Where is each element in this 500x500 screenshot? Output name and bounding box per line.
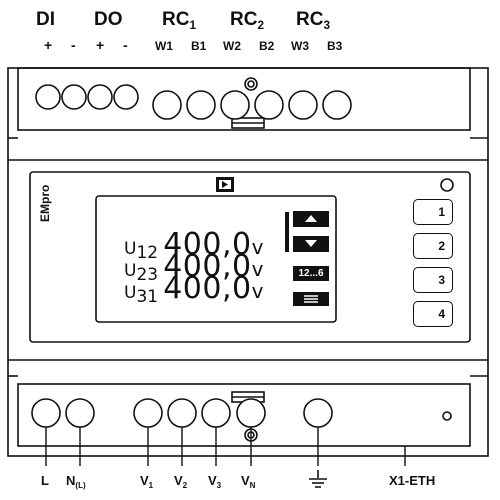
phoenix-logo-icon	[216, 177, 234, 192]
terminal-label-w1: W1	[155, 39, 173, 53]
terminal-label-do-minus: -	[123, 37, 128, 53]
terminal-label-l: L	[41, 473, 49, 488]
key-4[interactable]: 4	[413, 301, 453, 327]
group-label-rc1: RC1	[162, 9, 196, 33]
bottom-terminal-block	[17, 383, 471, 447]
group-label-rc2: RC2	[230, 9, 264, 33]
terminal-label-vn: VN	[241, 473, 256, 490]
terminal-n	[65, 398, 95, 428]
ethernet-label: X1-ETH	[389, 473, 436, 488]
terminal-label-v2: V2	[174, 473, 188, 490]
key-2[interactable]: 2	[413, 233, 453, 259]
display-row-u23: U23 400,0v	[124, 249, 264, 286]
terminal-label-b3: B3	[327, 39, 343, 53]
bottom-terminal-row	[31, 398, 333, 428]
terminal-label-w3: W3	[291, 39, 309, 53]
group-label-di: DI	[36, 9, 55, 30]
label-leaders	[45, 427, 406, 466]
arrow-up-icon	[293, 211, 329, 227]
terminal-w3	[288, 90, 318, 120]
terminal-b2	[254, 90, 284, 120]
terminal-v2	[167, 398, 197, 428]
front-panel	[29, 171, 471, 343]
status-led	[440, 178, 454, 192]
group-label-do: DO	[94, 9, 123, 30]
terminal-v1	[133, 398, 163, 428]
terminal-label-b1: B1	[191, 39, 207, 53]
display-frame	[95, 195, 337, 323]
top-terminal-row	[35, 84, 352, 120]
terminal-do-minus	[113, 84, 139, 110]
terminal-pe	[303, 398, 333, 428]
ground-symbol-icon	[309, 470, 327, 488]
top-ring	[244, 77, 258, 91]
key-3[interactable]: 3	[413, 267, 453, 293]
arrow-down-icon	[293, 236, 329, 252]
display-row-u12: U12 400,0v	[124, 227, 264, 264]
key-1[interactable]: 1	[413, 199, 453, 225]
terminal-b3	[322, 90, 352, 120]
terminal-label-v3: V3	[208, 473, 222, 490]
page-indicator: 12...6	[293, 266, 329, 281]
terminal-label-di-minus: -	[71, 37, 76, 53]
eth-ring	[442, 411, 452, 421]
display-row-u31: U31 400,0v	[124, 271, 264, 308]
terminal-label-di-plus: +	[44, 37, 53, 53]
menu-icon	[293, 292, 329, 306]
terminal-vn	[236, 398, 266, 428]
terminal-di-minus	[61, 84, 87, 110]
terminal-label-n: N(L)	[66, 473, 86, 490]
terminal-w2	[220, 90, 250, 120]
terminal-l	[31, 398, 61, 428]
terminal-label-v1: V1	[140, 473, 154, 490]
terminal-label-w2: W2	[223, 39, 241, 53]
terminal-do-plus	[87, 84, 113, 110]
nav-bar	[285, 212, 289, 252]
terminal-label-do-plus: +	[96, 37, 105, 53]
terminal-di-plus	[35, 84, 61, 110]
terminal-b1	[186, 90, 216, 120]
terminal-w1	[152, 90, 182, 120]
top-terminal-block	[17, 67, 471, 131]
brand-label: EMpro	[38, 184, 52, 222]
terminal-v3	[201, 398, 231, 428]
terminal-label-b2: B2	[259, 39, 275, 53]
group-label-rc3: RC3	[296, 9, 330, 33]
